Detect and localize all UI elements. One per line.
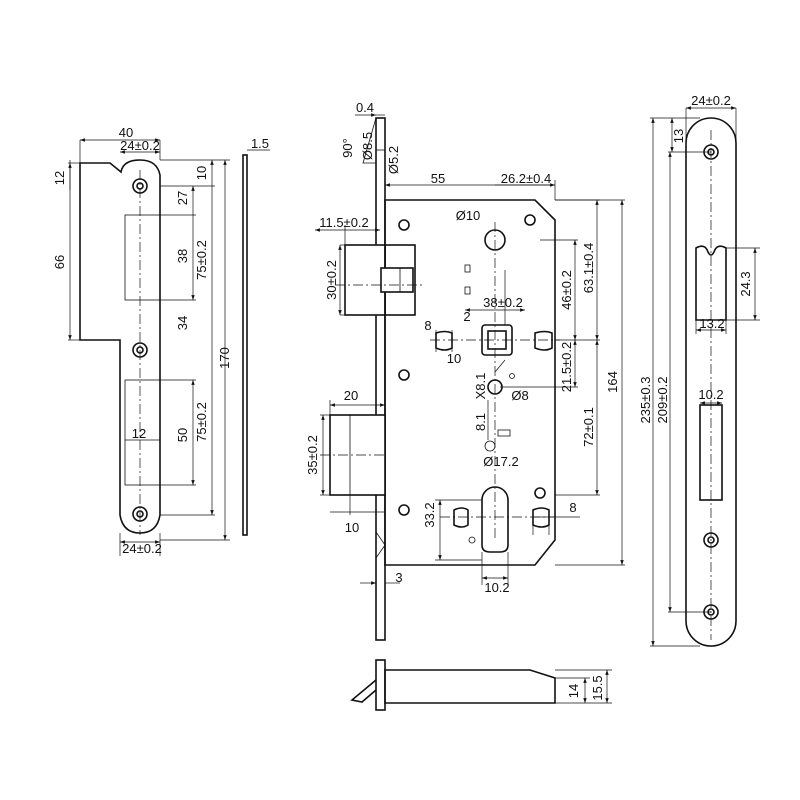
dim-label-10-2-faceplate: 10.2 <box>698 387 723 402</box>
plate-side-profile <box>242 154 248 536</box>
faceplate-outline <box>685 117 737 647</box>
dim-label-8-1: 8.1 <box>473 413 488 431</box>
dim-label-66: 66 <box>52 255 67 269</box>
dim-label-x8-1: X8.1 <box>473 373 488 400</box>
dim-label-1-5: 1.5 <box>251 136 269 151</box>
dim-label-15-5: 15.5 <box>590 675 605 700</box>
dim-label-d10: Ø10 <box>456 208 481 223</box>
dim-label-10-2: 10.2 <box>484 580 509 595</box>
dim-label-10-square: 10 <box>447 351 461 366</box>
forend-end <box>375 659 386 711</box>
dim-label-40: 40 <box>119 125 133 140</box>
dim-label-50: 50 <box>175 428 190 442</box>
body-bottom-profile <box>384 669 556 704</box>
dim-label-90-deg: 90° <box>340 138 355 158</box>
dim-label-8-right: 8 <box>569 500 576 515</box>
dim-label-34: 34 <box>175 316 190 330</box>
screw-bot-right <box>534 487 546 499</box>
screw-top-right <box>524 214 536 226</box>
dim-label-20: 20 <box>344 388 358 403</box>
dim-label-d8: Ø8 <box>511 388 528 403</box>
dim-label-8-left: 8 <box>424 318 431 333</box>
strike-plate-view: 40 24±0.2 12 66 10 27 38 75±0.2 34 170 1… <box>52 125 232 556</box>
dim-label-38: 38 <box>175 249 190 263</box>
latch-bevel <box>350 679 377 703</box>
dim-label-35: 35±0.2 <box>305 435 320 475</box>
dim-label-24-top: 24±0.2 <box>120 138 160 153</box>
dim-label-24-3: 24.3 <box>738 271 753 296</box>
dim-label-12: 12 <box>52 171 67 185</box>
dim-label-d8-5: Ø8.5 <box>360 132 375 160</box>
upper-bolt <box>344 244 386 316</box>
dim-label-10: 10 <box>194 166 209 180</box>
screw-bot-left <box>398 504 410 516</box>
dim-label-33-2: 33.2 <box>422 502 437 527</box>
screw-top-left <box>398 219 410 231</box>
dim-label-75-top: 75±0.2 <box>194 240 209 280</box>
dim-label-11-5: 11.5±0.2 <box>319 215 369 230</box>
bottom-view: 14 15.5 <box>350 659 612 711</box>
dim-label-10-latch: 10 <box>345 520 359 535</box>
dim-label-164: 164 <box>605 371 620 393</box>
dim-label-38-2: 38±0.2 <box>483 295 523 310</box>
dim-label-30: 30±0.2 <box>324 260 339 300</box>
dim-label-75-bottom: 75±0.2 <box>194 402 209 442</box>
strike-opening-upper <box>124 214 161 301</box>
dim-label-24-bottom: 24±0.2 <box>122 541 162 556</box>
strike-plate-outline <box>79 159 161 534</box>
strike-opening-lower <box>124 379 161 486</box>
hole-left-follower <box>435 330 453 351</box>
faceplate-upper-opening <box>695 245 727 321</box>
dim-label-24-faceplate: 24±0.2 <box>691 93 731 108</box>
faceplate-view: 24±0.2 13 24.3 13.2 235±0.3 209±0.2 10.2 <box>638 93 760 647</box>
dim-label-63-1: 63.1±0.4 <box>581 243 596 294</box>
dim-label-27: 27 <box>175 191 190 205</box>
screw-mid-left <box>398 369 410 381</box>
dim-label-13: 13 <box>671 129 686 143</box>
lock-case-outline <box>384 199 556 566</box>
dim-label-209: 209±0.2 <box>655 377 670 424</box>
cylinder-cutout <box>481 486 509 553</box>
dim-label-d5-2: Ø5.2 <box>386 146 401 174</box>
dim-label-13-2: 13.2 <box>699 316 724 331</box>
dim-label-170: 170 <box>217 347 232 369</box>
dim-label-0-4: 0.4 <box>356 100 374 115</box>
dim-label-14: 14 <box>566 684 581 698</box>
hole-right-cylinder <box>532 507 550 528</box>
forend-profile <box>375 117 386 641</box>
dim-label-235: 235±0.3 <box>638 377 653 424</box>
dim-label-12-width: 12 <box>132 426 146 441</box>
dim-label-21-5: 21.5±0.2 <box>559 342 574 393</box>
hole-left-cylinder <box>453 507 469 528</box>
lock-body-view: 0.4 90° Ø8.5 Ø5.2 55 26.2±0.4 11.5±0.2 Ø… <box>305 100 625 641</box>
plate-side-view: 1.5 <box>242 136 270 536</box>
dim-label-46: 46±0.2 <box>559 270 574 310</box>
hole-right-follower <box>534 330 553 351</box>
dim-label-3: 3 <box>395 570 402 585</box>
dim-label-2: 2 <box>463 309 470 324</box>
dim-label-55: 55 <box>431 171 445 186</box>
dim-label-72: 72±0.1 <box>581 407 596 447</box>
dim-label-26-2: 26.2±0.4 <box>501 171 552 186</box>
dim-label-d17-2: Ø17.2 <box>483 454 518 469</box>
